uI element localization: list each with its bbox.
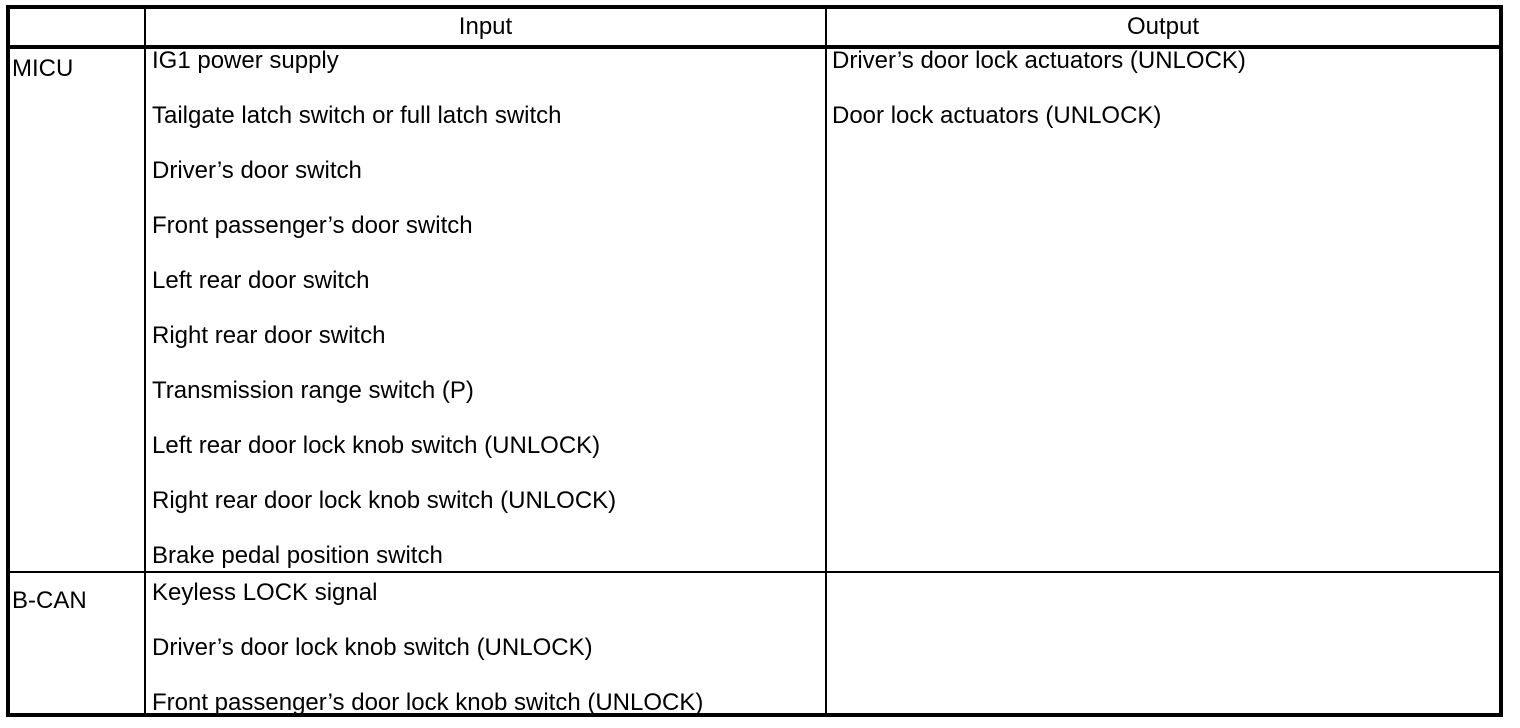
list-item: Left rear door switch (152, 267, 370, 294)
list-item: Keyless LOCK signal (152, 579, 378, 606)
input-output-table: Input Output MICU IG1 power supply Tailg… (6, 5, 1503, 717)
row-label-micu: MICU (12, 55, 74, 82)
list-item: Driver’s door lock knob switch (UNLOCK) (152, 634, 593, 661)
column-divider-system-input (144, 9, 146, 713)
list-item: Transmission range switch (P) (152, 377, 474, 404)
list-item: Door lock actuators (UNLOCK) (832, 102, 1162, 129)
list-item: Driver’s door switch (152, 157, 362, 184)
table-header-input: Input (458, 13, 513, 40)
column-divider-input-output (825, 9, 827, 713)
list-item: Brake pedal position switch (152, 542, 443, 569)
row-divider-micu-bcan (10, 571, 1499, 573)
table-header-output: Output (1126, 13, 1200, 40)
list-item: Front passenger’s door lock knob switch … (152, 689, 704, 716)
row-label-bcan: B-CAN (12, 587, 87, 614)
header-row-divider (10, 45, 1499, 49)
list-item: Left rear door lock knob switch (UNLOCK) (152, 432, 601, 459)
list-item: Driver’s door lock actuators (UNLOCK) (832, 47, 1246, 74)
table-inner: Input Output MICU IG1 power supply Tailg… (10, 9, 1499, 716)
list-item: Tailgate latch switch or full latch swit… (152, 102, 562, 129)
list-item: IG1 power supply (152, 47, 339, 74)
list-item: Front passenger’s door switch (152, 212, 473, 239)
list-item: Right rear door lock knob switch (UNLOCK… (152, 487, 617, 514)
list-item: Right rear door switch (152, 322, 386, 349)
